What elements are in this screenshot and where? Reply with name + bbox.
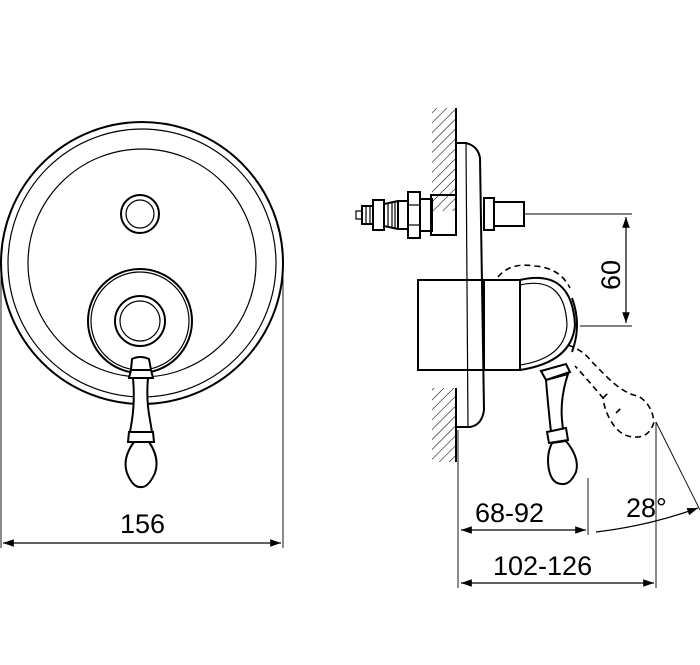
mixer-body bbox=[417, 279, 485, 371]
height-offset-label: 60 bbox=[596, 260, 626, 290]
angle-arc bbox=[595, 507, 699, 533]
side-lever-handle bbox=[539, 362, 578, 486]
front-view bbox=[0, 121, 284, 489]
cartridge-left bbox=[355, 191, 457, 239]
wall-hatch-bottom bbox=[432, 388, 456, 462]
width-label: 156 bbox=[120, 509, 165, 539]
lever-rotated-lower-dashed bbox=[567, 344, 655, 438]
width-dimension bbox=[0, 270, 284, 548]
diverter-stem bbox=[493, 201, 525, 227]
side-view bbox=[355, 108, 700, 588]
lever-hub-rim bbox=[90, 271, 190, 371]
mixer-body-front bbox=[483, 279, 521, 371]
wall-hatch-top bbox=[432, 108, 456, 211]
depth-total-label: 102-126 bbox=[493, 551, 592, 581]
lever-spindle-outer bbox=[114, 295, 166, 347]
lever-spindle-inner bbox=[119, 300, 161, 342]
angle-ray bbox=[655, 421, 700, 511]
front-lever-handle bbox=[124, 356, 158, 489]
diverter-button-outer bbox=[120, 194, 160, 234]
rosette-profile bbox=[456, 142, 486, 428]
lever-dome bbox=[519, 276, 577, 371]
depth-min-label: 68-92 bbox=[475, 498, 544, 528]
lever-rotated-upper-dashed bbox=[497, 264, 571, 289]
angle-label: 28° bbox=[626, 493, 667, 523]
diverter-button-inner bbox=[125, 199, 155, 229]
diverter-collar bbox=[483, 197, 495, 231]
front-rosette-inner bbox=[27, 148, 257, 378]
